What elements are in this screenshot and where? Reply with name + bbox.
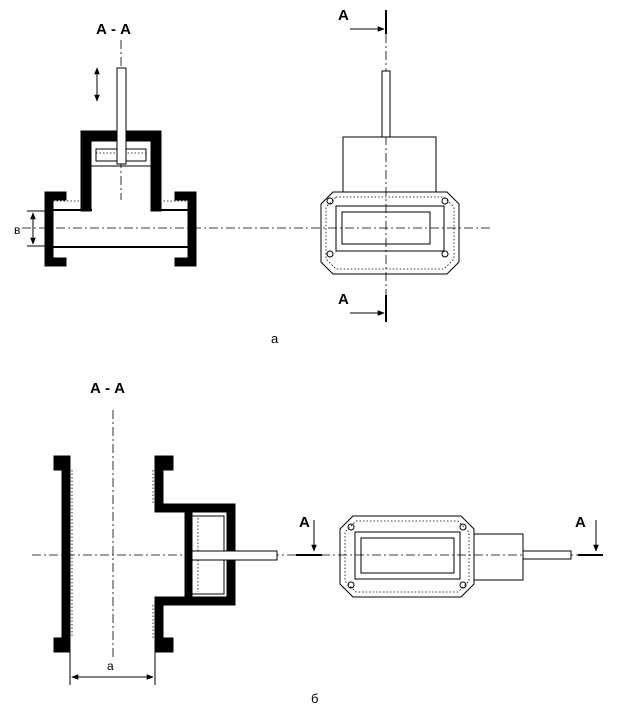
figure-a-marker-top: А [338, 7, 349, 24]
figure-b-caption: б [311, 691, 318, 706]
figure-b-side-view: А А [296, 514, 603, 598]
figure-b-dimension-label: а [107, 659, 114, 673]
figure-a-section-body [44, 67, 197, 267]
figure-a-dimension-label: в [14, 223, 20, 237]
figure-a-dimension: в [14, 210, 45, 247]
figure-a-section-title: А - А [96, 21, 131, 38]
figure-b-marker-right: А [575, 514, 586, 531]
figure-b: А - А [32, 380, 603, 706]
figure-a: А - А [14, 7, 492, 346]
figure-a-side-view: А А [320, 7, 460, 322]
figure-b-section-body [53, 455, 278, 653]
figure-b-dimension: а [69, 652, 156, 685]
figure-a-marker-bottom: А [338, 291, 349, 308]
figure-a-caption: а [271, 331, 279, 346]
figure-b-marker-left: А [299, 514, 310, 531]
figure-b-section-title: А - А [90, 380, 125, 397]
